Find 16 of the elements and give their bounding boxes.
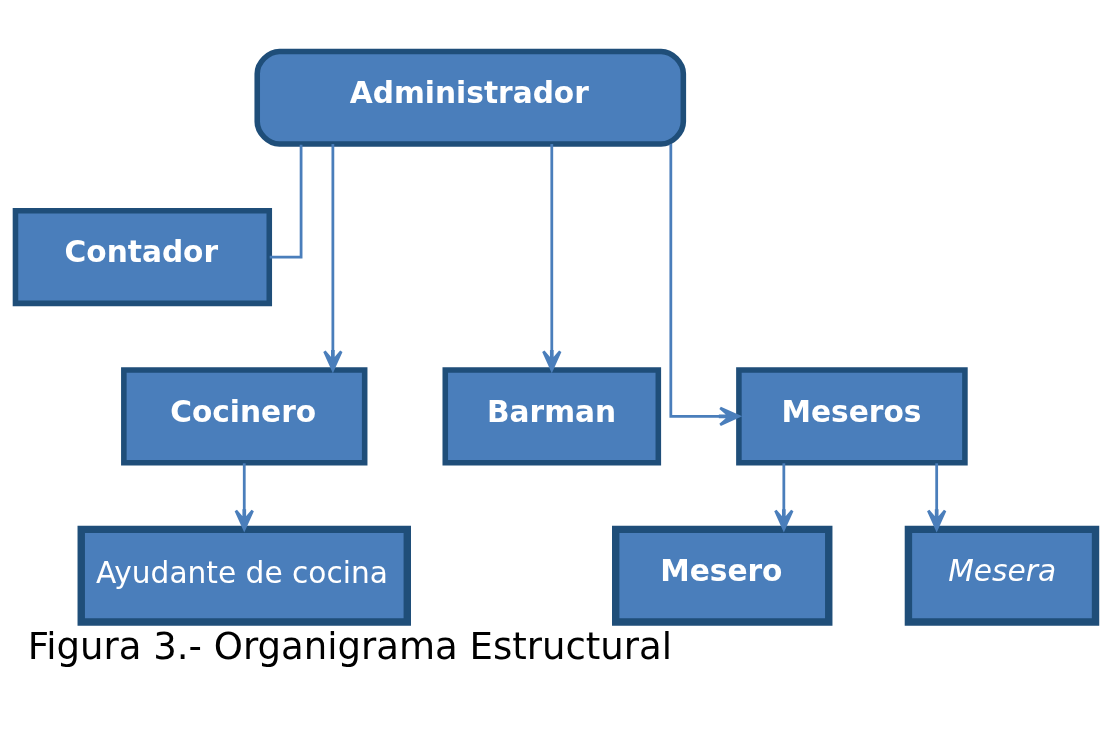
arrow <box>926 463 947 531</box>
arrow <box>542 144 562 372</box>
node-box: Mesera <box>904 525 1100 626</box>
node-box: Ayudante de cocina <box>77 525 411 626</box>
node-box: Contador <box>12 207 273 307</box>
node-box: Barman <box>442 367 662 466</box>
node-box: Meseros <box>736 367 968 466</box>
arrow <box>234 463 254 531</box>
arrow <box>323 144 343 372</box>
connector <box>269 144 303 259</box>
arrow <box>774 463 794 531</box>
node-box: Cocinero <box>121 367 368 466</box>
node-box: Mesero <box>612 525 833 626</box>
arrow <box>669 144 741 427</box>
node-box: Administrador <box>254 48 687 147</box>
caption: Figura 3.- Organigrama Estructural <box>27 625 673 669</box>
